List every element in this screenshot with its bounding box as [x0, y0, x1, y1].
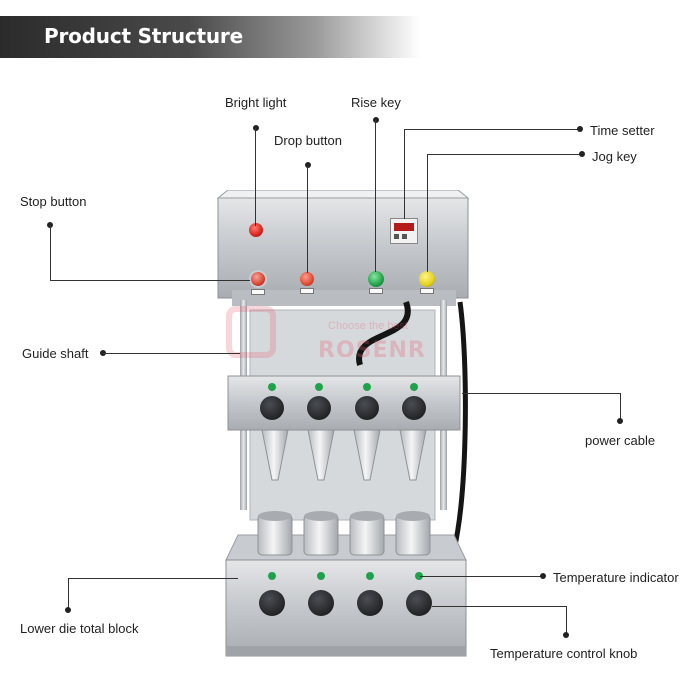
- label-time-setter: Time setter: [590, 123, 655, 138]
- temperature-indicator-callout-dot: [540, 573, 546, 579]
- machine-illustration: [216, 190, 470, 657]
- rise-key-callout-dot: [373, 117, 379, 123]
- temperature-indicator-3: [366, 572, 374, 580]
- guide-shaft-callout-line: [103, 353, 240, 354]
- drop-button-callout-line: [307, 165, 308, 273]
- upper-knob-4[interactable]: [402, 396, 426, 420]
- upper-indicator-2: [315, 383, 323, 391]
- drop-button[interactable]: [300, 272, 314, 286]
- temperature-control-knob-1[interactable]: [259, 590, 285, 616]
- label-temperature-control-knob: Temperature control knob: [490, 646, 638, 661]
- temperature-indicator-2: [317, 572, 325, 580]
- power-cable-callout-dot: [617, 418, 623, 424]
- header-banner: Product Structure: [0, 16, 420, 58]
- time-setter-callout-dot: [577, 126, 583, 132]
- temperature-knob-callout-h: [432, 606, 567, 607]
- upper-cones: [261, 429, 427, 481]
- temperature-control-knob-2[interactable]: [308, 590, 334, 616]
- rise-key-plate: [369, 288, 383, 294]
- upper-indicator-4: [410, 383, 418, 391]
- upper-indicator-3: [363, 383, 371, 391]
- lower-die-callout-dot: [65, 607, 71, 613]
- bright-light: [249, 223, 263, 237]
- label-jog-key: Jog key: [592, 149, 637, 164]
- label-temperature-indicator: Temperature indicator: [553, 570, 679, 585]
- upper-indicator-1: [268, 383, 276, 391]
- upper-knob-2[interactable]: [307, 396, 331, 420]
- power-cable-callout-v: [620, 393, 621, 419]
- label-drop-button: Drop button: [274, 133, 342, 148]
- watermark-logo-icon: [226, 306, 276, 358]
- rise-key-callout-line: [375, 120, 376, 272]
- upper-knob-3[interactable]: [355, 396, 379, 420]
- drop-button-callout-dot: [305, 162, 311, 168]
- jog-key[interactable]: [419, 271, 435, 287]
- power-cable-callout-h: [462, 393, 620, 394]
- lower-die-callout-v: [68, 578, 69, 608]
- stop-button[interactable]: [249, 270, 267, 288]
- jog-key-plate: [420, 288, 434, 294]
- upper-knob-1[interactable]: [260, 396, 284, 420]
- label-stop-button: Stop button: [20, 194, 87, 209]
- temperature-knob-callout-v: [566, 606, 567, 634]
- watermark-text: ROSENR: [318, 338, 426, 363]
- rise-key[interactable]: [368, 271, 384, 287]
- time-setter-callout-h: [404, 129, 580, 130]
- page-title: Product Structure: [44, 24, 243, 48]
- time-setter[interactable]: [390, 218, 418, 244]
- drop-button-plate: [300, 288, 314, 294]
- watermark-subtext: Choose the best: [328, 320, 409, 332]
- bright-light-callout-line: [255, 128, 256, 226]
- label-bright-light: Bright light: [225, 95, 287, 110]
- temperature-control-knob-3[interactable]: [357, 590, 383, 616]
- stop-button-callout-h: [50, 280, 250, 281]
- jog-key-callout-dot: [579, 151, 585, 157]
- temperature-control-knob-4[interactable]: [406, 590, 432, 616]
- temperature-indicator-1: [268, 572, 276, 580]
- label-lower-die-total-block: Lower die total block: [20, 621, 139, 636]
- stop-button-callout-v: [50, 225, 51, 280]
- lower-die-callout-h: [68, 578, 238, 579]
- label-guide-shaft: Guide shaft: [22, 346, 89, 361]
- temperature-indicator-4: [415, 572, 423, 580]
- temperature-knob-callout-dot: [563, 632, 569, 638]
- lower-cups: [257, 511, 431, 556]
- jog-key-callout-v: [427, 154, 428, 272]
- label-power-cable: power cable: [585, 433, 656, 448]
- label-rise-key: Rise key: [351, 95, 401, 110]
- temperature-indicator-callout-line: [420, 576, 542, 577]
- bright-light-callout-dot: [253, 125, 259, 131]
- power-cable: [451, 301, 468, 551]
- time-setter-callout-v: [404, 129, 405, 219]
- stop-button-plate: [251, 289, 265, 295]
- jog-key-callout-h: [427, 154, 581, 155]
